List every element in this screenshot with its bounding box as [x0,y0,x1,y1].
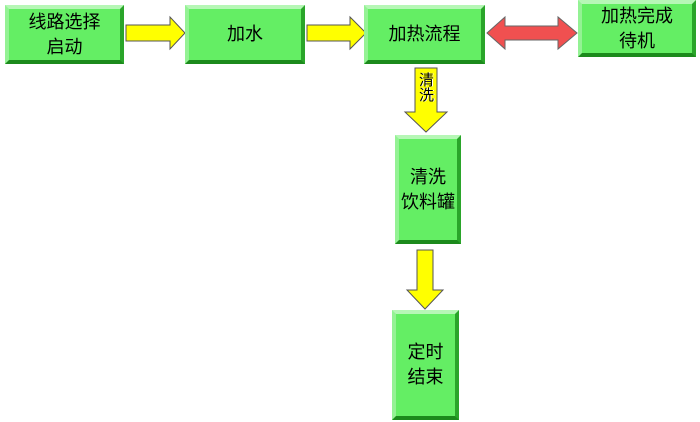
node-clean-tank-line2: 饮料罐 [401,191,455,213]
node-timed-end-line1: 定时 [407,342,444,363]
arrow-start-to-water [125,15,186,51]
node-line-select-start-line2: 启动 [46,36,83,58]
node-heating-done-standby-line1: 加热完成 [601,5,673,27]
node-timed-end: 定时 结束 [392,310,459,420]
node-timed-end-line2: 结束 [407,367,444,388]
node-clean-tank-line1: 清洗 [410,166,446,188]
node-clean-tank: 清洗 饮料罐 [395,135,461,244]
node-heating-process: 加热流程 [364,5,485,64]
node-add-water: 加水 [185,5,305,64]
edge-label-clean: 清洗 [417,72,435,102]
node-heating-done-standby: 加热完成 待机 [578,0,696,57]
node-heating-done-standby-line2: 待机 [619,30,655,52]
node-line-select-start: 线路选择 启动 [5,5,124,64]
arrow-heating-done-bidirectional [486,15,578,51]
node-heating-process-label: 加热流程 [388,24,461,45]
node-line-select-start-line1: 线路选择 [28,11,101,33]
node-add-water-label: 加水 [227,24,263,45]
arrow-water-to-heating [306,15,367,51]
arrow-heating-to-clean [403,67,449,133]
arrow-clean-to-end [405,249,445,310]
